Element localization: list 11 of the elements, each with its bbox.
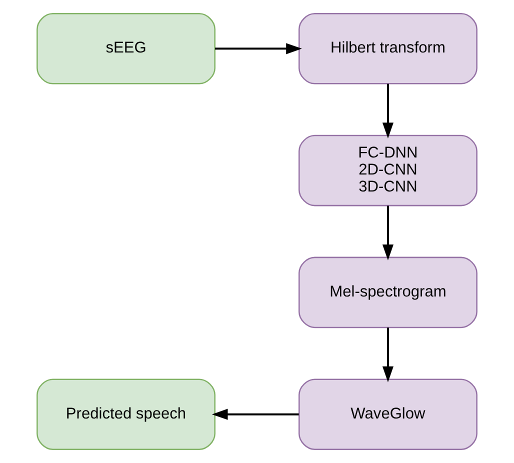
node-box: sEEG <box>36 12 216 84</box>
node-box: Hilbert transform <box>298 12 478 84</box>
node-box: Predicted speech <box>36 378 216 450</box>
node-box: Mel-spectrogram <box>298 256 478 328</box>
arrow <box>382 84 394 138</box>
node-box: WaveGlow <box>298 378 478 450</box>
arrow <box>212 408 299 420</box>
arrow <box>215 43 302 54</box>
arrow <box>382 328 394 382</box>
arrow <box>382 206 394 260</box>
node-box: FC-DNN 2D-CNN 3D-CNN <box>298 134 478 206</box>
